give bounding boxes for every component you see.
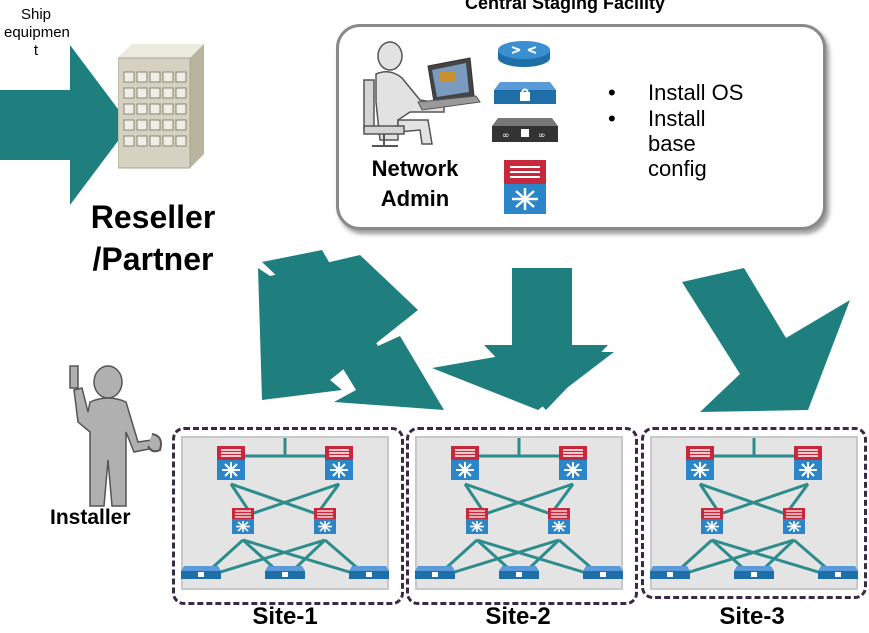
building-icon [118, 44, 204, 169]
site-3-box [641, 427, 867, 599]
site-2-network [415, 436, 623, 590]
svg-text:∞: ∞ [502, 131, 510, 141]
access-switch-icon [349, 566, 389, 579]
site-2-label: Site-2 [485, 603, 551, 630]
bullet-dot: • [608, 106, 616, 131]
admin-person-icon [363, 41, 481, 147]
svg-text:∞: ∞ [538, 131, 546, 141]
access-switch-icon [181, 566, 221, 579]
core-switch-icon [313, 507, 337, 535]
site-1-label: Site-1 [252, 603, 318, 630]
access-switch-icon [265, 566, 305, 579]
network-admin-label: Network Admin [371, 156, 459, 211]
firewall-icon [494, 82, 556, 104]
reseller-label: Reseller /Partner [90, 199, 216, 277]
site-1-box [172, 427, 404, 605]
bullet-list: • Install OS • Install base config [608, 80, 743, 181]
installer-person-icon [69, 365, 162, 507]
site-2-box [406, 427, 638, 605]
vpn-appliance-icon: ∞ ∞ [492, 118, 558, 142]
site-3-label: Site-3 [719, 603, 785, 630]
ship-arrow [0, 45, 130, 205]
core-switch-icon [504, 160, 546, 214]
facility-title: Central Staging Facility [464, 0, 666, 13]
router-icon [498, 41, 550, 67]
ship-label: Ship equipmen t [4, 6, 70, 59]
bullet-item: Install OS [648, 80, 744, 105]
core-switch-icon [324, 445, 354, 481]
site-3-network [650, 436, 858, 590]
site-1-network [181, 436, 389, 590]
bullet-item: Install base config [648, 106, 707, 181]
core-switch-icon [231, 507, 255, 535]
bullet-dot: • [608, 80, 616, 105]
installer-label: Installer [50, 506, 131, 529]
core-switch-icon [216, 445, 246, 481]
